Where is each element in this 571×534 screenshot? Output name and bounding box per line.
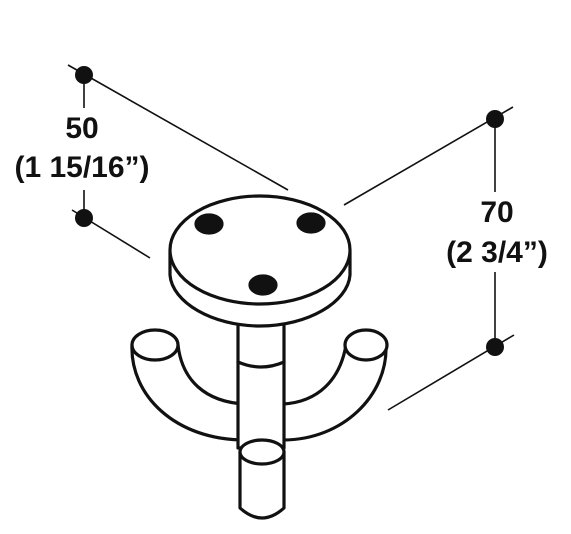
lower-knob-top bbox=[238, 438, 286, 466]
left-arm-end-cap bbox=[130, 328, 180, 362]
lower-knob bbox=[238, 450, 286, 520]
left-bottom-dot bbox=[75, 209, 93, 227]
screw-hole-right bbox=[296, 212, 326, 234]
left-upper-extension-line bbox=[67, 64, 289, 191]
screw-hole-left bbox=[194, 213, 224, 235]
left-top-dot bbox=[75, 66, 93, 84]
right-upper-extension-line bbox=[343, 106, 514, 206]
stem-band bbox=[236, 360, 286, 369]
depth-imperial-label: (1 15/16”) bbox=[14, 151, 149, 184]
coat-hook-illustration bbox=[130, 194, 389, 520]
right-arm-end-cap bbox=[343, 328, 389, 362]
right-bottom-dot bbox=[486, 338, 504, 356]
depth-value-label: 50 bbox=[65, 112, 98, 145]
center-stem bbox=[236, 318, 286, 450]
height-value-label: 70 bbox=[480, 196, 513, 229]
dimension-dots bbox=[75, 66, 504, 356]
height-imperial-label: (2 3/4”) bbox=[446, 236, 548, 269]
right-top-dot bbox=[486, 110, 504, 128]
screw-hole-bottom bbox=[248, 274, 278, 296]
